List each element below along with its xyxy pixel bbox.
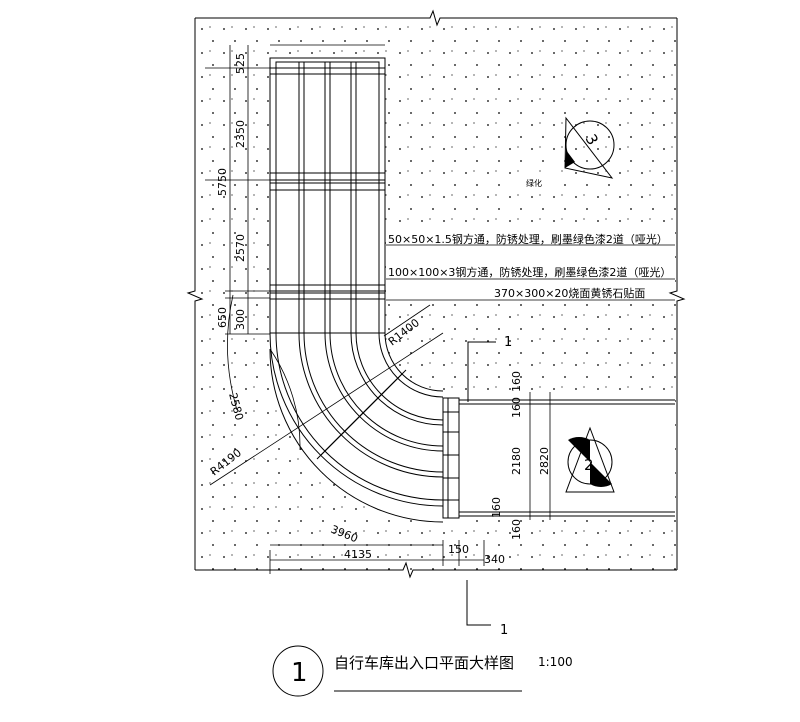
detail-3-symbol: [564, 116, 615, 179]
label-band: [386, 228, 675, 300]
dim-150: 150: [448, 543, 469, 556]
canopy-straight-section: [269, 57, 386, 334]
section-cut-lines: [466, 341, 496, 626]
dim-160-b: 160: [510, 397, 523, 418]
canopy-curved-section: [269, 332, 444, 523]
drawing-scale: 1:100: [538, 655, 573, 669]
label-steel-100: 100×100×3钢方通，防锈处理，刷墨绿色漆2道（哑光）: [388, 265, 671, 279]
canopy-end-frame: [442, 397, 675, 519]
title-number-circle: [272, 645, 324, 697]
drawing-title: 自行车库出入口平面大样图: [334, 654, 514, 672]
dim-4135: 4135: [344, 548, 372, 561]
dim-160-a: 160: [510, 371, 523, 392]
dim-5750: 5750: [216, 168, 229, 196]
section-1-bottom-label: 1: [500, 623, 508, 638]
dim-2820: 2820: [538, 447, 551, 475]
detail-2-symbol: [565, 426, 615, 493]
material-labels: 50×50×1.5钢方通，防锈处理，刷墨绿色漆2道（哑光） 100×100×3钢…: [388, 178, 671, 300]
dim-160-d: 160: [510, 519, 523, 540]
dim-2180: 2180: [510, 447, 523, 475]
entrance-pavement: [270, 58, 675, 522]
dim-2350: 2350: [234, 120, 247, 148]
leader-lines: [386, 244, 675, 301]
label-stone: 370×300×20烧面黄锈石贴面: [494, 286, 645, 300]
greening-label-bg: [520, 172, 560, 192]
label-greening: 绿化: [526, 178, 542, 188]
dim-300: 300: [234, 309, 247, 330]
title-block: 1 自行车库出入口平面大样图 1:100: [291, 654, 573, 688]
site-border: [186, 9, 686, 579]
detail-2-label: 2: [584, 456, 594, 474]
dim-650: 650: [216, 307, 229, 328]
label-steel-50: 50×50×1.5钢方通，防锈处理，刷墨绿色漆2道（哑光）: [388, 232, 668, 246]
dim-2570: 2570: [234, 234, 247, 262]
dim-340: 340: [484, 553, 505, 566]
section-1-top-label: 1: [504, 335, 512, 350]
dim-160-c: 160: [490, 497, 503, 518]
dimension-lines: [205, 44, 555, 574]
dim-525: 525: [234, 53, 247, 74]
title-number: 1: [291, 658, 308, 688]
